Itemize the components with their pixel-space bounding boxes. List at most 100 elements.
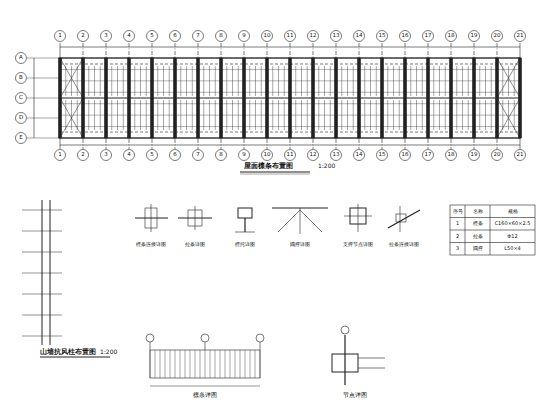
axis-bubble (400, 31, 411, 42)
axis-number: 2 (81, 152, 85, 158)
axis-line (428, 43, 429, 149)
purlin (60, 115, 520, 116)
axis-number: 10 (264, 33, 271, 39)
column (197, 58, 200, 138)
table-cell: 名称 (473, 209, 483, 214)
axis-line (27, 138, 60, 139)
axis-number: 15 (379, 33, 386, 39)
axis-line (382, 43, 383, 149)
column (42, 200, 43, 345)
brace (497, 98, 520, 138)
column (335, 58, 338, 138)
axis-number: 21 (517, 152, 524, 158)
axis-number: 19 (471, 33, 478, 39)
brace (60, 58, 83, 98)
axis-bubble (239, 150, 250, 161)
axis-number: 13 (333, 33, 340, 39)
axis-number: 13 (333, 152, 340, 158)
axis-bubble (55, 31, 66, 42)
axis-bubble (170, 31, 181, 42)
axis-bubble (469, 31, 480, 42)
axis-bubble (124, 31, 135, 42)
axis-bubble (101, 150, 112, 161)
axis-number: 11 (287, 33, 294, 39)
axis-number: 19 (471, 152, 478, 158)
axis-line (290, 43, 291, 149)
girt (22, 315, 62, 316)
hatch (150, 350, 151, 378)
axis-number: 18 (448, 33, 455, 39)
axis-line (27, 118, 60, 119)
axis-line (474, 43, 475, 149)
hatch (205, 350, 206, 378)
axis-line (405, 43, 406, 149)
axis-bubble (78, 31, 89, 42)
axis-bubble (400, 150, 411, 161)
axis-bubble (285, 31, 296, 42)
brace (497, 58, 520, 98)
column (105, 58, 108, 138)
table-cell: 2 (456, 234, 459, 239)
axis-number: 12 (310, 33, 317, 39)
brace (497, 58, 520, 98)
table-cell: 檩条 (473, 221, 483, 226)
purlin (60, 92, 520, 93)
axis-bubble (16, 73, 27, 84)
hatch (235, 350, 236, 378)
axis-bubble (423, 150, 434, 161)
axis-number: 8 (219, 33, 223, 39)
axis-number: 16 (402, 33, 409, 39)
detail-caption: 节点详图 (343, 392, 367, 398)
axis-letter: B (19, 75, 23, 81)
axis-bubble (193, 150, 204, 161)
detail-caption: 支撑节点详图 (343, 242, 373, 247)
purlin-elevation (150, 350, 260, 378)
table-grid (450, 205, 535, 255)
purlin (60, 126, 520, 127)
axis-number: 3 (104, 152, 108, 158)
axis-number: 17 (425, 152, 432, 158)
column (381, 58, 384, 138)
hatch (225, 350, 226, 378)
column (50, 200, 51, 345)
axis-number: 12 (310, 152, 317, 158)
hatch (250, 350, 251, 378)
hatch (245, 350, 246, 378)
table-cell: 拉条 (473, 234, 483, 239)
table-cell: 隅撑 (473, 246, 483, 251)
axis-bubble (16, 113, 27, 124)
axis-number: 16 (402, 152, 409, 158)
axis-line (27, 58, 60, 59)
hatch (165, 350, 166, 378)
axis-number: 3 (104, 33, 108, 39)
hatch (155, 350, 156, 378)
axis-number: 2 (81, 33, 85, 39)
purlin (60, 80, 520, 81)
drawing-title: 山墙抗风柱布置图 (40, 349, 96, 356)
axis-number: 21 (517, 33, 524, 39)
axis-line (27, 78, 60, 79)
detail-3 (235, 208, 255, 232)
axis-bubble (101, 31, 112, 42)
axis-bubble (331, 150, 342, 161)
hatch (175, 350, 176, 378)
scale: 1:200 (318, 163, 335, 169)
axis-bubble (16, 133, 27, 144)
axis-number: 1 (58, 33, 62, 39)
axis-bubble (446, 31, 457, 42)
hatch (215, 350, 216, 378)
axis-number: 7 (196, 152, 200, 158)
axis-line (244, 43, 245, 149)
axis-line (336, 43, 337, 149)
hatch (255, 350, 256, 378)
column (450, 58, 453, 138)
axis-letter: D (19, 115, 23, 121)
hatch (200, 350, 201, 378)
axis-bubble (147, 31, 158, 42)
brace (60, 58, 83, 98)
purlin (60, 138, 520, 139)
column (174, 58, 177, 138)
detail-caption: 拉条连接详图 (389, 242, 419, 247)
axis-bubble (256, 334, 264, 342)
column (312, 58, 315, 138)
